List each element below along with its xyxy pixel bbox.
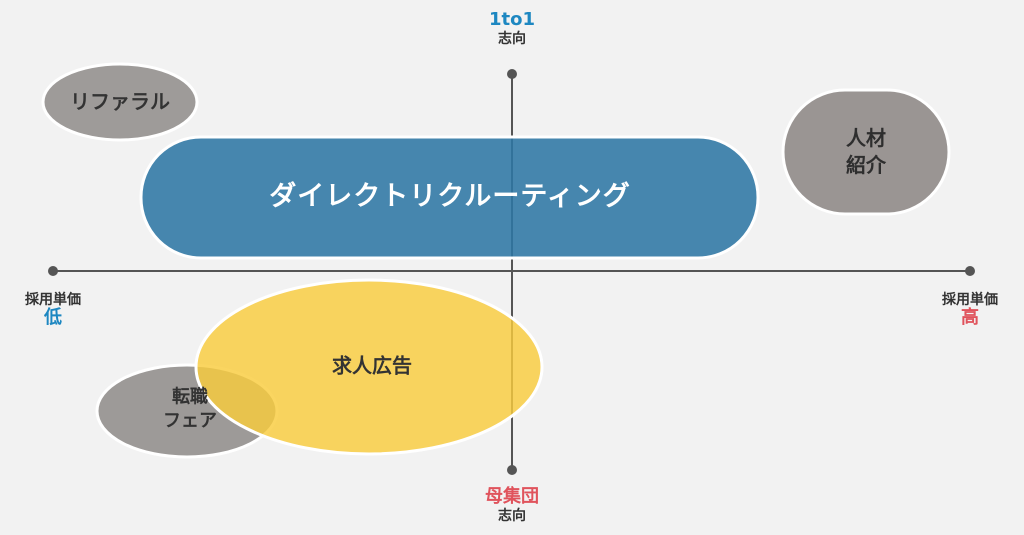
agency-blob [781,88,951,216]
axis-endpoint-top [507,69,517,79]
direct-recruiting-blob [139,135,760,260]
job-ads-line-1: 求人広告 [332,353,412,378]
direct-recruiting-line-1: ダイレクトリクルーティング [269,180,631,212]
axis-endpoint-right [965,266,975,276]
agency-label: 人材 紹介 [846,125,886,179]
top-axis-sub: 志向 [498,30,526,47]
referral-line-1: リファラル [70,89,170,114]
top-axis-label: 1to1 志向 [488,9,536,47]
job-ads-blob [194,278,544,456]
direct-recruiting-label: ダイレクトリクルーティング [269,179,631,215]
axis-endpoint-left [48,266,58,276]
job-ads-label: 求人広告 [332,353,412,380]
axis-endpoint-bottom [507,465,517,475]
bottom-axis-sub: 志向 [498,507,526,524]
left-axis-label: 採用単価 低 [25,292,81,329]
top-axis-accent: 1to1 [488,9,536,30]
referral-blob [41,62,199,142]
right-axis-label: 採用単価 高 [942,292,998,329]
right-axis-sub: 採用単価 [942,292,998,308]
bottom-axis-accent: 母集団 [485,486,539,507]
job-fair-line-2: フェア [163,411,217,432]
agency-line-1: 人材 [846,126,886,150]
referral-label: リファラル [70,89,170,116]
agency-line-2: 紹介 [846,153,886,177]
left-axis-sub: 採用単価 [25,292,81,308]
bottom-axis-label: 母集団 志向 [485,486,539,524]
right-axis-accent: 高 [961,307,979,329]
left-axis-accent: 低 [44,307,62,329]
job-fair-label: 転職 フェア [163,386,217,435]
job-fair-line-1: 転職 [172,386,208,408]
